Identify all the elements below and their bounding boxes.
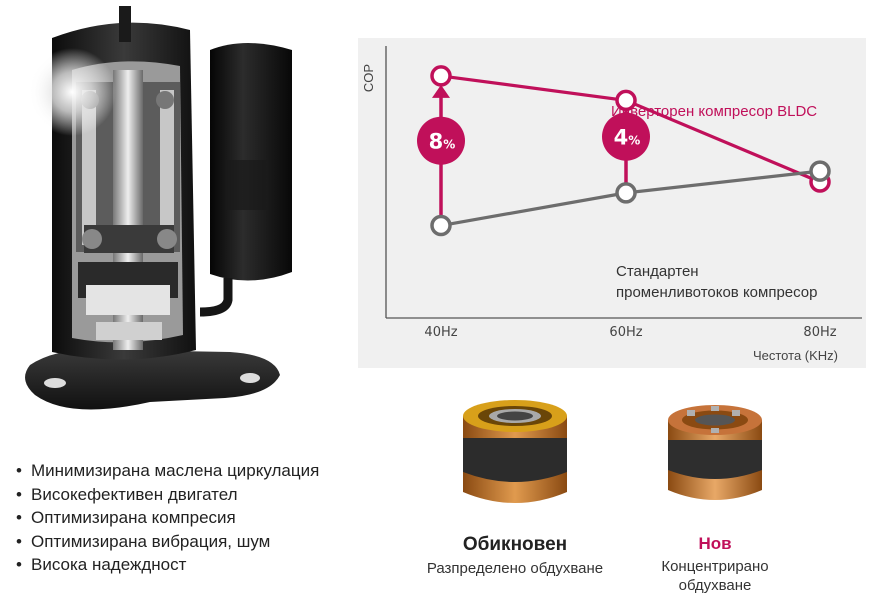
feature-text: Минимизирана маслена циркулация (31, 461, 320, 480)
feature-item: • Минимизирана маслена циркулация (16, 459, 319, 483)
improvement-unit: % (443, 138, 455, 152)
product-standard-desc: Разпределено обдухване (426, 560, 604, 577)
standard-point (615, 182, 637, 204)
inverter-series-label: Инверторен компресор BLDC (611, 103, 817, 120)
feature-list: • Минимизирана маслена циркулация • Високеф… (16, 459, 319, 577)
feature-text: Висока надеждност (31, 555, 187, 574)
x-tick-label: 40Hz (424, 325, 457, 340)
improvement-badge (602, 112, 650, 161)
improvement-number: 8 (429, 130, 444, 154)
feature-item: • Оптимизирана компресия (16, 506, 319, 530)
feature-item: • Високефективен двигател (16, 483, 319, 507)
product-new-title: Нов (698, 534, 732, 553)
bullet-dot: • (16, 484, 22, 504)
feature-text: Оптимизирана вибрация, шум (31, 531, 271, 551)
inverter-point (430, 65, 452, 87)
improvement-unit: % (628, 134, 640, 148)
improvement-number: 4 (614, 126, 629, 150)
compressor-illustration (25, 6, 292, 410)
x-tick-label: 60Hz (609, 325, 642, 340)
product-standard-title: Обикновен (462, 534, 568, 555)
bullet-dot: • (16, 461, 22, 480)
product-standard: Обикновен Разпределено обдухване (410, 392, 620, 578)
standard-point (809, 160, 831, 182)
standard-series-label-line: Стандартен (616, 263, 699, 280)
standard-series-label: Стандартен променливотоков компресор (616, 263, 818, 301)
standard-rotor-image (463, 400, 567, 503)
product-new: Нов Концентрирано обдухване (620, 392, 810, 595)
new-rotor-image (668, 405, 762, 500)
bullet-dot: • (16, 531, 22, 551)
feature-item: • Висока надеждност (16, 553, 319, 577)
improvement-arrow-head (432, 84, 450, 98)
x-axis-label: Честота (KHz) (753, 348, 838, 363)
product-new-desc: Концентрирано обдухване (661, 558, 769, 594)
feature-item: • Оптимизирана вибрация, шум (16, 530, 319, 554)
bullet-dot: • (16, 508, 22, 527)
feature-text: Оптимизирана компресия (31, 508, 236, 527)
feature-text: Високефективен двигател (31, 484, 238, 504)
standard-series-label-line: променливотоков компресор (616, 284, 818, 301)
y-axis-label: COP (361, 64, 376, 92)
improvement-badge-label: 8% (429, 130, 456, 154)
bullet-dot: • (16, 555, 22, 574)
improvement-badge-label: 4% (614, 126, 641, 150)
inverter-point (615, 89, 637, 112)
standard-point (430, 214, 452, 237)
improvement-badge (417, 116, 465, 165)
x-tick-label: 80Hz (803, 325, 836, 340)
